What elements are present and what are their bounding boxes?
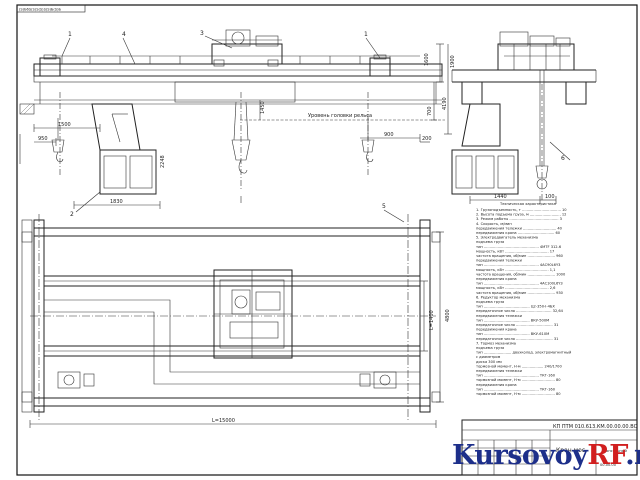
side-elevation-view — [451, 31, 597, 204]
callout-6: 6 — [561, 155, 565, 162]
tech-spec-line: тип ....................................… — [476, 282, 563, 286]
tech-spec-line: 1. Грузоподъемность, т .................… — [476, 208, 567, 212]
dim-900: 900 — [384, 132, 394, 138]
rail-level-label: Уровень головки рельса — [308, 113, 372, 119]
tech-spec-line: подъема груза — [476, 346, 504, 350]
tech-spec-line: 4. Скорость, м/мин — [476, 222, 512, 226]
dim-1450: 1450 — [260, 101, 266, 114]
sheet-frame — [16, 4, 638, 476]
callout-3: 3 — [200, 30, 204, 37]
title-block: КП ПТМ 010.613.КМ.00.00.00.ВО Кран мос к… — [461, 419, 638, 476]
top-left-stamp-frame — [16, 4, 86, 13]
title-block-code: КП ПТМ 010.613.КМ.00.00.00.ВО — [553, 424, 638, 430]
callout-1-right: 1 — [364, 31, 368, 38]
callout-2: 2 — [70, 211, 74, 218]
tech-spec-line: тормозной момент, Н·м ..................… — [476, 364, 562, 368]
tech-spec-title: Техническая характеристика — [499, 202, 556, 206]
tech-spec-line: тип ....................................… — [476, 318, 549, 322]
tech-spec-line: с диаметром — [476, 355, 501, 359]
watermark-logo: KursovoyRF.ru — [452, 440, 640, 478]
tech-spec-line: подъема груза — [476, 300, 504, 304]
tech-spec-line: тип ....................................… — [476, 332, 549, 336]
top-left-stamp: (Ѕ)Б6Ѕ(Ѕ)Ѕ(Ѕ)Ѕ(Ѕ)Б(Ѕ)Б — [19, 8, 61, 12]
dim-200: 200 — [422, 136, 432, 142]
dim-2248: 2248 — [160, 155, 166, 168]
dim-1500: 1500 — [58, 122, 71, 128]
tech-spec-line: передвижения крана — [476, 383, 517, 387]
callout-1-left: 1 — [68, 31, 72, 38]
tech-spec-line: тип ....................................… — [476, 263, 560, 267]
tech-spec-line: передвижения крана — [476, 328, 517, 332]
tech-spec-line: передвижения тележки — [476, 259, 523, 263]
tech-spec-line: тип ....................................… — [476, 245, 562, 249]
tech-spec-line: передвижения тележки — [476, 369, 523, 373]
tech-spec-line: тип ....................................… — [476, 374, 556, 378]
tech-spec-line: тормозной момент, Н·м ..................… — [476, 392, 561, 396]
dim-950: 950 — [38, 136, 48, 142]
callout-5: 5 — [382, 203, 386, 210]
tech-spec-line: 7. Тормоз механизма — [476, 341, 516, 345]
tech-spec-line: тип ........................ двухколод. … — [476, 351, 572, 355]
tech-spec-line: передаточное число .....................… — [476, 309, 564, 313]
dim-700: 700 — [427, 106, 433, 116]
tech-spec-block: Техническая характеристика 1. Грузоподъе… — [476, 202, 572, 396]
tech-spec-line: мощность, кВт ..........................… — [476, 268, 555, 272]
dim-1900: 1900 — [450, 55, 456, 68]
dim-l1400: L=1400 — [429, 310, 435, 330]
plan-view — [21, 209, 444, 428]
tech-spec-line: 6. Редуктор механизма — [476, 295, 520, 299]
tech-spec-line: мощность, кВт ..........................… — [476, 286, 556, 290]
tech-spec-line: передвижения тележки ...................… — [476, 226, 563, 230]
dim-4190: 4190 — [442, 97, 448, 110]
dim-1440: 1440 — [494, 194, 507, 200]
tech-spec-line: передвижения тележки — [476, 314, 523, 318]
tech-spec-line: диска 300 мм — [476, 360, 502, 364]
tech-spec-line: подъема груза — [476, 240, 504, 244]
dim-l15000: L=15000 — [212, 418, 235, 424]
tech-spec-line: передаточное число .....................… — [476, 337, 558, 341]
dim-1830: 1830 — [110, 199, 123, 205]
watermark-part2: RF — [587, 440, 626, 471]
tech-spec-line: тип ....................................… — [476, 387, 556, 391]
title-block-date: 00.00.00 — [600, 463, 617, 467]
tech-spec-line: передвижения крана — [476, 277, 517, 281]
front-elevation-view — [19, 29, 445, 213]
tech-spec-line: передвижения крана .....................… — [476, 231, 561, 235]
front-dimensions — [19, 43, 452, 209]
tech-spec-line: частота вращения, об/мин ...............… — [476, 254, 564, 258]
dim-1600: 1600 — [424, 53, 430, 66]
tech-spec-line: частота вращения, об/мин ...............… — [476, 272, 566, 276]
tech-spec-line: передаточное число .....................… — [476, 323, 558, 327]
watermark-part1: Kursovoy — [452, 440, 588, 471]
dim-4800: 4800 — [445, 309, 451, 322]
tech-spec-line: 3. Режим работы ........................… — [476, 217, 562, 221]
tech-spec-line: тип ....................................… — [476, 305, 555, 309]
tech-spec-line: 2. Высота подъема груза, м .............… — [476, 213, 566, 217]
tech-spec-line: мощность, кВт ..........................… — [476, 249, 554, 253]
tech-spec-line: частота вращения, об/мин ...............… — [476, 291, 564, 295]
callout-4: 4 — [122, 31, 126, 38]
title-block-sub: консольный — [604, 449, 627, 453]
tech-spec-line: 5. Электродвигатель механизма — [476, 236, 538, 240]
tech-spec-line: тормозной момент, Н·м ..................… — [476, 378, 561, 382]
title-block-name: Кран мос — [556, 447, 585, 454]
watermark-part3: .ru — [625, 440, 640, 471]
dim-100: 100 — [545, 194, 555, 200]
